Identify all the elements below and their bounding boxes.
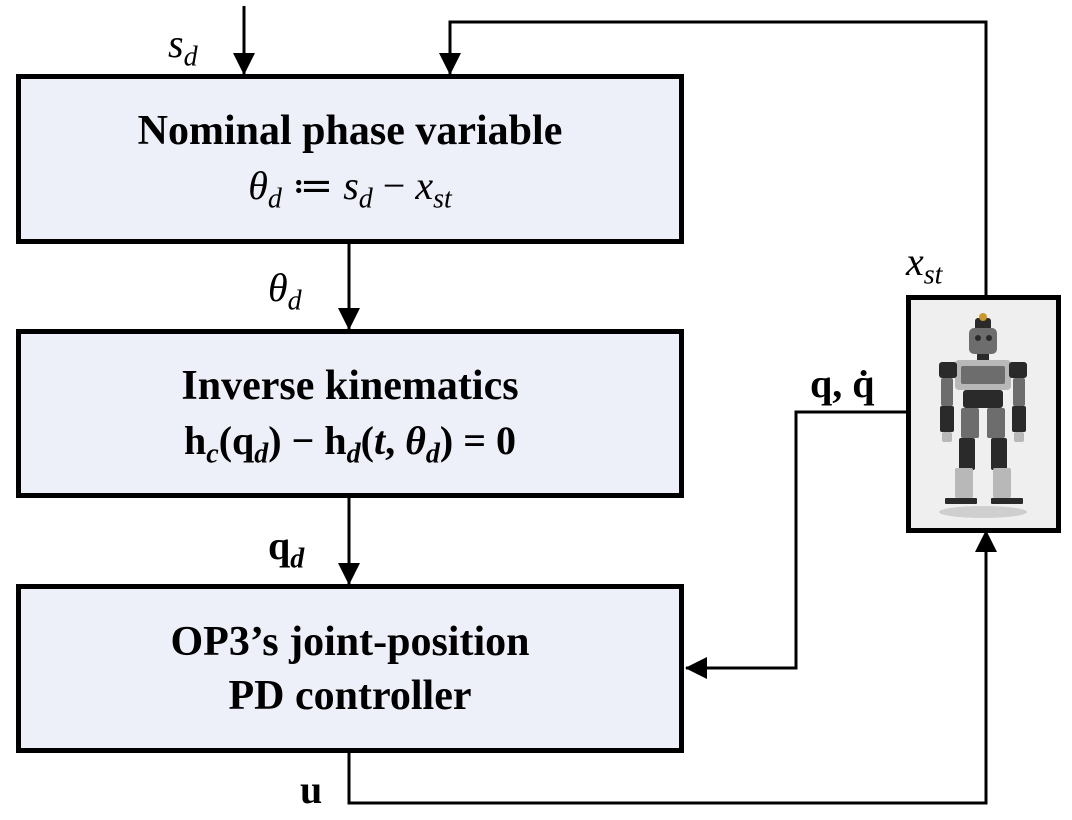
u-output-arrow bbox=[347, 530, 997, 805]
eq-define-op: ≔ bbox=[281, 163, 344, 208]
ik-equation: hc(qd) − hd(t, θd) = 0 bbox=[184, 413, 516, 469]
eq-paren-close: ) bbox=[268, 417, 282, 463]
eq-theta: θ bbox=[248, 163, 268, 208]
eq-q-sub: d bbox=[254, 437, 269, 469]
xst-feedback-arrow bbox=[439, 20, 988, 298]
u-label-text: u bbox=[300, 767, 323, 812]
pd-block-line2: PD controller bbox=[228, 672, 472, 719]
ik-block-title: Inverse kinematics bbox=[181, 362, 519, 409]
u-label: u bbox=[300, 768, 322, 812]
eq-s-sub: d bbox=[358, 183, 373, 215]
q-qdot-feedback-arrow bbox=[685, 410, 908, 679]
eq-comma: , bbox=[385, 417, 406, 463]
eq-x-sub: st bbox=[433, 183, 452, 215]
q-d-label-sub: d bbox=[290, 543, 305, 575]
sd-label-main: s bbox=[168, 21, 184, 66]
phase-equation: θd ≔ sd − xst bbox=[248, 158, 452, 214]
eq-h-c: h bbox=[184, 417, 207, 463]
eq-minus: − bbox=[372, 163, 416, 208]
eq-h-c-sub: c bbox=[206, 437, 219, 469]
x-st-label-main: x bbox=[906, 239, 924, 284]
eq-paren-open: ( bbox=[218, 417, 233, 463]
humanoid-robot-icon bbox=[939, 313, 1027, 518]
eq-paren-open-2: ( bbox=[360, 417, 374, 463]
eq-equals: = bbox=[453, 417, 496, 463]
theta-d-label: θd bbox=[268, 265, 302, 315]
eq-h-d-sub: d bbox=[346, 437, 361, 469]
theta-d-label-sub: d bbox=[287, 285, 302, 317]
x-st-label-sub: st bbox=[923, 259, 943, 291]
q-d-label-main: q bbox=[268, 523, 291, 568]
pd-block-line1: OP3’s joint-position bbox=[170, 618, 530, 665]
eq-q: q bbox=[232, 417, 255, 463]
eq-x: x bbox=[415, 163, 434, 208]
eq-theta-sub: d bbox=[267, 183, 282, 215]
x-st-label: xst bbox=[906, 239, 942, 289]
eq-theta-sub: d bbox=[425, 437, 440, 469]
inverse-kinematics-block: Inverse kinematics hc(qd) − hd(t, θd) = … bbox=[16, 329, 684, 498]
q-d-label: qd bbox=[268, 523, 304, 573]
nominal-phase-variable-block: Nominal phase variable θd ≔ sd − xst bbox=[16, 74, 684, 244]
sd-label: sd bbox=[168, 21, 198, 71]
phase-block-title: Nominal phase variable bbox=[137, 108, 563, 154]
eq-paren-close-2: ) bbox=[439, 417, 454, 463]
q-qdot-label-text: q, q̇ bbox=[810, 361, 875, 406]
eq-zero: 0 bbox=[495, 417, 516, 463]
eq-s: s bbox=[343, 163, 359, 208]
sd-label-sub: d bbox=[183, 41, 198, 73]
q-qdot-label: q, q̇ bbox=[810, 362, 875, 406]
eq-theta: θ bbox=[405, 417, 426, 463]
pd-controller-block: OP3’s joint-position PD controller bbox=[16, 584, 684, 753]
theta-d-label-main: θ bbox=[268, 265, 288, 310]
eq-minus: − bbox=[281, 417, 325, 463]
robot-plant-box bbox=[906, 295, 1061, 533]
eq-t: t bbox=[373, 417, 386, 463]
eq-h-d: h bbox=[324, 417, 347, 463]
